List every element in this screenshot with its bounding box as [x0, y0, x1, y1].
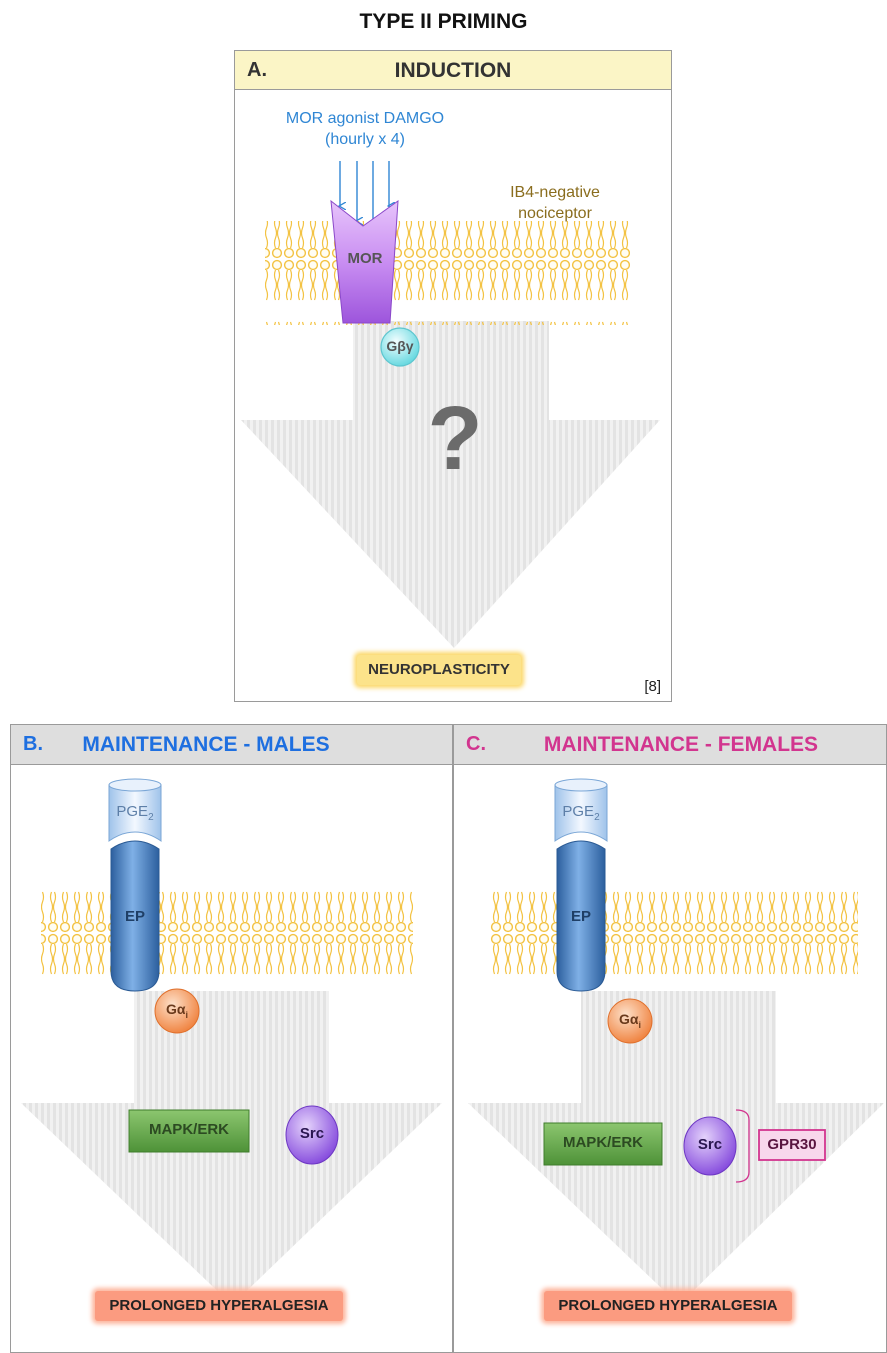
ep-label: EP [557, 908, 605, 925]
prolonged-hyperalgesia-badge: PROLONGED HYPERALGESIA [544, 1291, 792, 1321]
lipid-bilayer [41, 883, 413, 987]
panel-maintenance-females: C. MAINTENANCE - FEMALES [453, 724, 887, 1353]
cell-label-line1: IB4-negative [485, 184, 625, 202]
mapk-erk-label: MAPK/ERK [544, 1134, 662, 1151]
pge2-subscript: 2 [594, 812, 600, 823]
gai-label: Gαi [608, 1011, 652, 1030]
panel-maintenance-males: B. MAINTENANCE - MALES [10, 724, 453, 1353]
lipid-bilayer [490, 885, 858, 989]
pge2-subscript: 2 [148, 812, 154, 823]
src-label: Src [287, 1125, 337, 1142]
gpr30-label: GPR30 [759, 1136, 825, 1153]
agonist-label-line2: (hourly x 4) [255, 131, 475, 149]
mapk-erk-label: MAPK/ERK [129, 1121, 249, 1138]
pge2-label: PGE2 [107, 803, 163, 823]
agonist-label-line1: MOR agonist DAMGO [255, 110, 475, 128]
cell-label-line2: nociceptor [485, 205, 625, 223]
gai-text: Gα [619, 1011, 639, 1027]
unknown-mechanism: ? [405, 389, 505, 489]
gai-text: Gα [166, 1001, 186, 1017]
prolonged-hyperalgesia-badge: PROLONGED HYPERALGESIA [95, 1291, 343, 1321]
gbg-label: Gβγ [381, 338, 419, 354]
gai-subscript: i [638, 1020, 641, 1030]
pge2-label: PGE2 [553, 803, 609, 823]
gai-label: Gαi [155, 1001, 199, 1020]
reference-label: [8] [644, 678, 661, 695]
panel-induction: A. INDUCTION [234, 50, 672, 702]
neuroplasticity-badge: NEUROPLASTICITY [357, 655, 521, 685]
agonist-arrows [340, 161, 389, 221]
src-label: Src [685, 1136, 735, 1153]
panel-c-diagram [454, 725, 887, 1353]
ep-label: EP [111, 908, 159, 925]
pge2-text: PGE [116, 803, 148, 820]
pge2-text: PGE [562, 803, 594, 820]
gai-subscript: i [185, 1010, 188, 1020]
lipid-bilayer [265, 221, 630, 325]
panel-b-diagram [11, 725, 453, 1353]
figure-title: TYPE II PRIMING [0, 10, 887, 34]
mor-label: MOR [335, 250, 395, 267]
